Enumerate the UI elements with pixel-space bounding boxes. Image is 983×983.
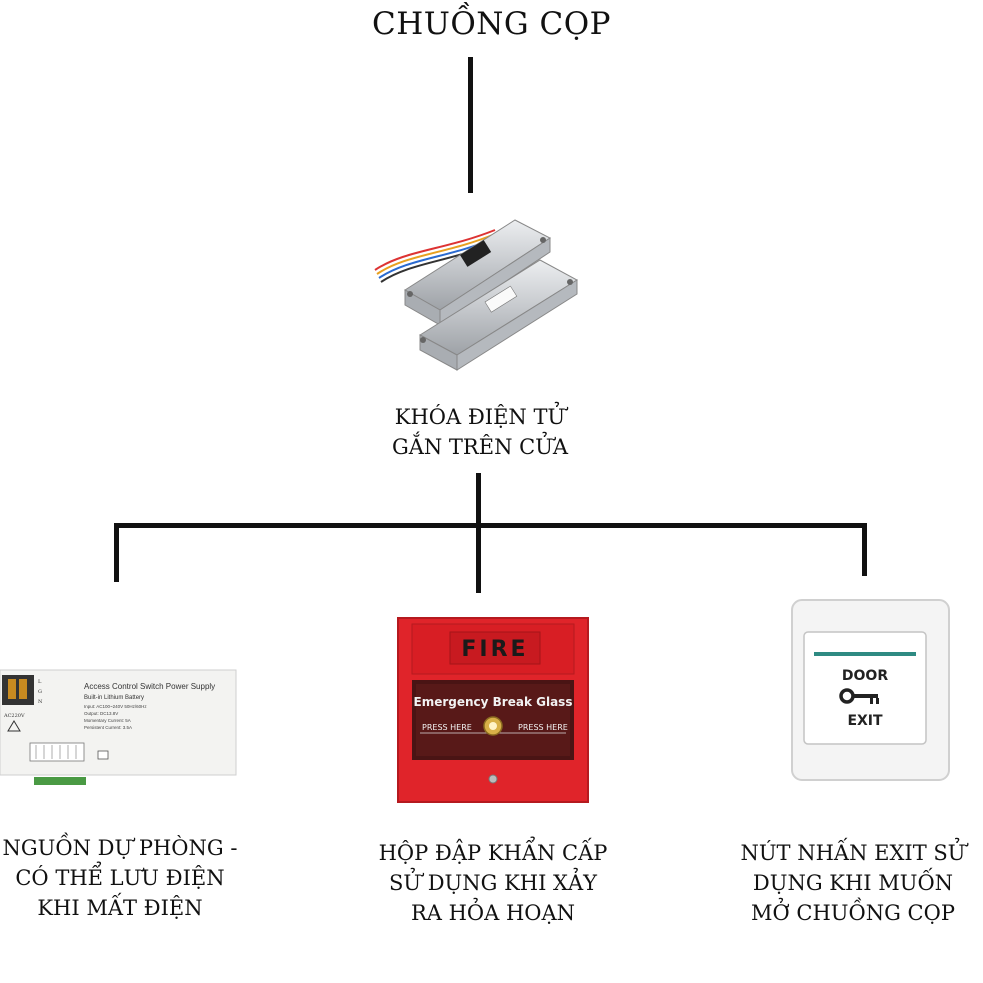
lock-label-line-1: KHÓA ĐIỆN TỬ <box>394 405 566 429</box>
power-spec-2: Output: DC13.8V <box>84 711 118 716</box>
power-side-letter-l: L <box>38 679 42 685</box>
connector-bus-to-power <box>114 523 119 582</box>
power-side-letter-g: G <box>38 689 42 695</box>
power-spec-1: Input: AC100~240V 50Hz/60Hz <box>84 704 147 709</box>
power-supply-label-line-1: NGUỒN DỰ PHÒNG - <box>2 836 238 860</box>
exit-button-label-line-3: MỞ CHUỒNG CỌP <box>751 901 955 925</box>
fire-subtitle: Emergency Break Glass <box>414 695 573 709</box>
fire-press-right: PRESS HERE <box>518 723 568 732</box>
electronic-lock-image <box>374 219 578 371</box>
fire-title: FIRE <box>461 637 528 662</box>
connector-bus-to-exit <box>862 523 867 576</box>
power-subheader: Built-in Lithium Battery <box>84 695 144 701</box>
power-header: Access Control Switch Power Supply <box>84 682 215 691</box>
connector-title-to-lock <box>468 57 473 193</box>
exit-button-label: NÚT NHẤN EXIT SỬ DỤNG KHI MUỐN MỞ CHUỒNG… <box>728 838 978 928</box>
fire-break-glass-image: FIRE Emergency Break Glass PRESS HERE PR… <box>397 617 589 803</box>
exit-button-image: DOOR EXIT <box>791 599 950 781</box>
power-supply-image: AC220V L G N Access Control Switch Power… <box>0 669 237 785</box>
power-supply-label: NGUỒN DỰ PHÒNG - CÓ THỂ LƯU ĐIỆN KHI MẤT… <box>0 833 240 923</box>
fire-box-label-line-2: SỬ DỤNG KHI XẢY <box>388 871 598 895</box>
power-terminal-label: AC220V <box>3 713 25 719</box>
exit-button-label-line-1: NÚT NHẤN EXIT SỬ <box>740 841 966 865</box>
exit-button-label-line-2: DỤNG KHI MUỐN <box>752 871 954 895</box>
power-side-letter-n: N <box>38 699 43 705</box>
connector-horizontal-bus <box>114 523 867 528</box>
power-supply-label-line-2: CÓ THỂ LƯU ĐIỆN <box>15 866 225 890</box>
connector-lock-to-bus <box>476 473 481 593</box>
fire-box-label-line-3: RA HỎA HOẠN <box>410 901 576 925</box>
lock-label-line-2: GẮN TRÊN CỬA <box>391 435 569 459</box>
fire-box-label: HỘP ĐẬP KHẨN CẤP SỬ DỤNG KHI XẢY RA HỎA … <box>343 838 643 928</box>
fire-press-left: PRESS HERE <box>422 723 472 732</box>
power-supply-label-line-3: KHI MẤT ĐIỆN <box>37 896 203 920</box>
exit-button-top-text: DOOR <box>842 668 888 684</box>
exit-button-bottom-text: EXIT <box>847 713 883 729</box>
lock-label: KHÓA ĐIỆN TỬ GẮN TRÊN CỬA <box>330 402 630 462</box>
power-spec-4: Persistent Current: 3.5A <box>84 725 132 730</box>
fire-box-label-line-1: HỘP ĐẬP KHẨN CẤP <box>378 841 608 865</box>
diagram-title: CHUỒNG CỌP <box>371 6 612 42</box>
power-spec-3: Momentary Current: 5A <box>84 718 131 723</box>
